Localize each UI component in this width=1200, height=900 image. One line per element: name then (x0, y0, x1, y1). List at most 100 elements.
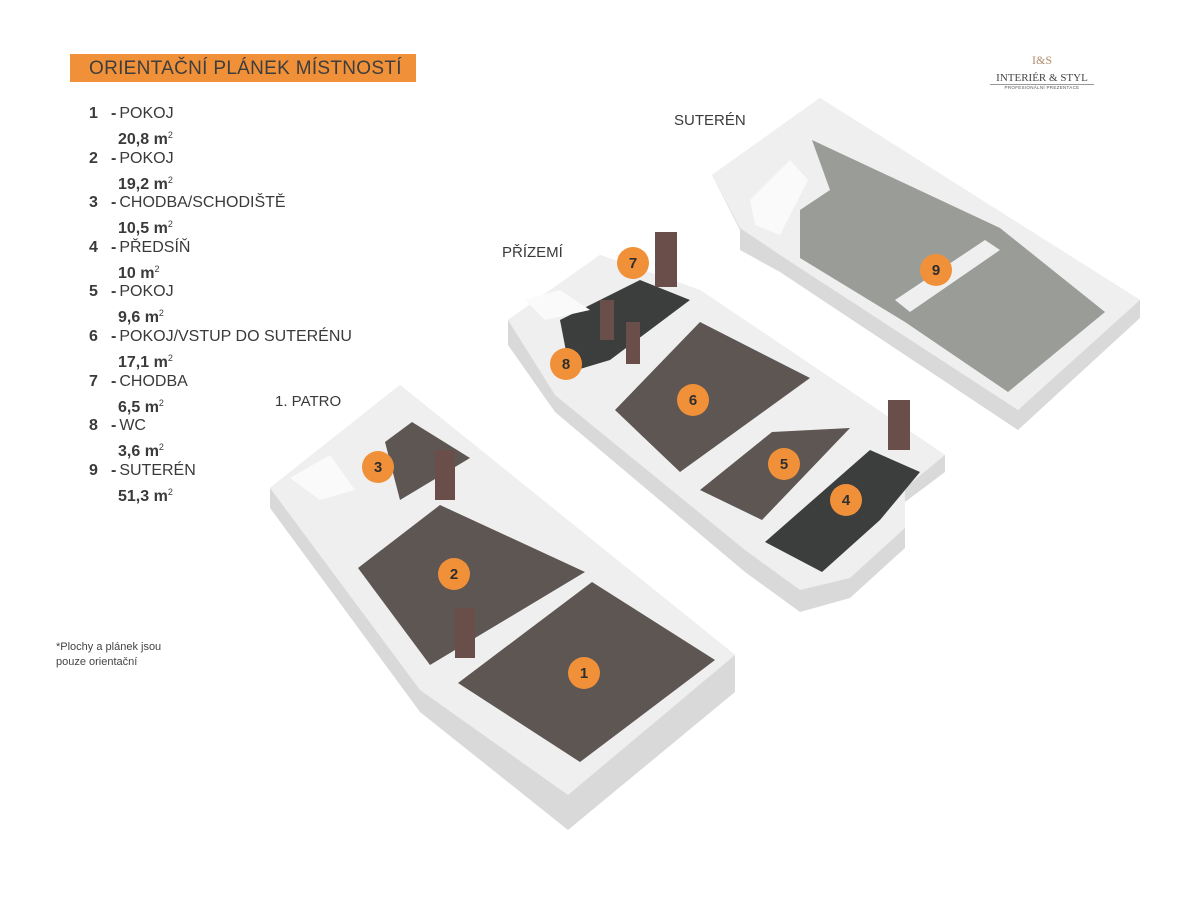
door (655, 232, 677, 287)
room-name: CHODBA (119, 372, 188, 390)
unit-superscript: 2 (167, 174, 173, 185)
page-title: ORIENTAČNÍ PLÁNEK MÍSTNOSTÍ (89, 58, 402, 79)
note-line: *Plochy a plánek jsou (56, 641, 162, 653)
room-area: 20,8 m (118, 131, 168, 148)
dash: - (111, 417, 117, 435)
room-area: 6,5 m (118, 398, 159, 416)
badge-number: 3 (374, 459, 382, 476)
badge-circle (677, 384, 709, 416)
badge-number: 4 (842, 492, 851, 509)
room-badge-9: 9 (920, 254, 952, 286)
room-number: 5 (89, 283, 98, 301)
room-name: CHODBA/SCHODIŠTĚ (119, 194, 286, 212)
dash: - (111, 461, 117, 479)
badge-number: 8 (562, 356, 570, 373)
dash: - (111, 105, 117, 122)
badge-number: 9 (932, 262, 940, 279)
badge-number: 2 (450, 566, 458, 583)
room-badge-5: 5 (768, 448, 800, 480)
room-area: 9,6 m (118, 309, 159, 327)
room-number: 4 (89, 238, 98, 256)
room-area: 19,2 m (118, 175, 168, 193)
note-line: pouze orientační (56, 656, 138, 668)
door (455, 608, 475, 658)
dash: - (111, 327, 117, 345)
dash: - (111, 238, 117, 256)
room-badge-8: 8 (550, 348, 582, 380)
room-name: POKOJ (119, 283, 174, 301)
logo: I&S INTERIÉR & STYL PROFESIONÁLNÍ PREZEN… (990, 48, 1094, 90)
door (888, 400, 910, 450)
room-badge-6: 6 (677, 384, 709, 416)
legend-item: 1-POKOJ 20,8 m2 (89, 104, 352, 149)
unit-superscript: 2 (167, 219, 173, 230)
room-number: 8 (89, 417, 98, 435)
floor-first (270, 385, 735, 830)
badge-number: 5 (780, 456, 788, 473)
room-area: 51,3 m (118, 487, 168, 505)
room-3-floor (385, 422, 470, 500)
room-badge-3: 3 (362, 451, 394, 483)
badge-circle (768, 448, 800, 480)
door (435, 450, 455, 500)
legend-item: 3-CHODBA/SCHODIŠTĚ 10,5 m2 (89, 193, 352, 238)
room-6-floor (615, 322, 810, 472)
badge-circle (920, 254, 952, 286)
unit-superscript: 2 (158, 442, 164, 453)
room-name: PŘEDSÍŇ (119, 238, 191, 256)
room-area: 3,6 m (118, 443, 159, 461)
dash: - (111, 194, 117, 212)
door (600, 300, 614, 340)
title-banner: ORIENTAČNÍ PLÁNEK MÍSTNOSTÍ (70, 54, 416, 82)
door (626, 322, 640, 364)
legend-item: 7-CHODBA 6,5 m2 (89, 372, 352, 417)
room-area: 10 m (118, 264, 155, 282)
room-badge-4: 4 (830, 484, 862, 516)
badge-circle (617, 247, 649, 279)
room-area: 10,5 m (118, 220, 168, 238)
room-2-floor (358, 505, 585, 665)
staircase (290, 455, 355, 500)
logo-tagline: PROFESIONÁLNÍ PREZENTACE (1004, 85, 1080, 90)
floor-label-basement: SUTERÉN (674, 112, 746, 129)
room-badge-1: 1 (568, 657, 600, 689)
room-number: 3 (89, 194, 98, 212)
room-badge-7: 7 (617, 247, 649, 279)
dash: - (111, 372, 117, 390)
unit-superscript: 2 (167, 352, 173, 363)
logo-name: INTERIÉR & STYL (990, 72, 1094, 85)
floor-label-ground: PŘÍZEMÍ (502, 244, 563, 261)
badge-number: 6 (689, 392, 697, 409)
unit-superscript: 2 (158, 308, 164, 319)
room-name: POKOJ/VSTUP DO SUTERÉNU (119, 327, 352, 345)
badge-circle (438, 558, 470, 590)
room-name: POKOJ (119, 149, 174, 167)
room-number: 9 (89, 461, 98, 479)
unit-superscript: 2 (154, 263, 160, 274)
badge-circle (568, 657, 600, 689)
spiral-staircase (750, 160, 808, 235)
unit-superscript: 2 (167, 486, 173, 497)
room-name: POKOJ (119, 105, 174, 122)
floor-label-first: 1. PATRO (275, 393, 342, 410)
room-number: 2 (89, 149, 98, 167)
badge-number: 1 (580, 665, 588, 682)
logo-monogram: I&S (1031, 53, 1052, 67)
unit-superscript: 2 (158, 397, 164, 408)
room-number: 1 (89, 105, 98, 122)
room-number: 7 (89, 372, 98, 390)
room-area: 17,1 m (118, 353, 168, 371)
badge-circle (550, 348, 582, 380)
staircase (525, 290, 590, 320)
unit-superscript: 2 (167, 130, 173, 140)
dash: - (111, 149, 117, 167)
badge-circle (362, 451, 394, 483)
dash: - (111, 283, 117, 301)
disclaimer-note: *Plochy a plánek jsou pouze orientační (56, 640, 161, 670)
